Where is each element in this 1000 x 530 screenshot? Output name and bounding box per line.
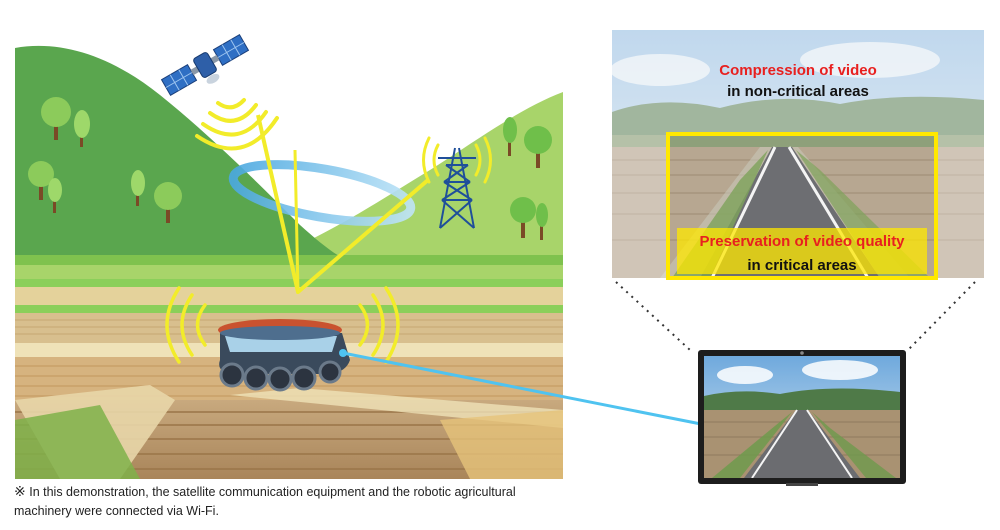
link-beams: [256, 114, 430, 294]
monitor-icon: [698, 350, 906, 486]
preservation-label-line2: in critical areas: [747, 257, 857, 274]
preservation-label-bg: [677, 228, 927, 274]
critical-area-frame: [666, 132, 938, 280]
preservation-label-line1: Preservation of video quality: [699, 233, 905, 250]
trees-right: [503, 117, 552, 240]
road-photo: [612, 30, 984, 278]
trees-left: [28, 97, 182, 223]
footnote: ※ In this demonstration, the satellite c…: [14, 482, 574, 521]
compression-label-line1: Compression of video: [719, 62, 877, 79]
compression-label-line2: in non-critical areas: [727, 83, 869, 100]
zoom-lines: [615, 281, 976, 351]
hill-dark: [15, 45, 350, 262]
video-link-line: [342, 351, 707, 427]
satellite-icon: [160, 34, 250, 96]
farm-scene: [15, 32, 563, 479]
footnote-text: In this demonstration, the satellite com…: [14, 485, 516, 518]
robot-tractor-icon: [165, 286, 400, 392]
hill-light: [260, 92, 563, 262]
transmission-tower-icon: [438, 147, 476, 229]
tower-signal: [422, 136, 492, 184]
orbit-ring: [228, 160, 416, 226]
reference-mark: ※: [14, 483, 26, 499]
